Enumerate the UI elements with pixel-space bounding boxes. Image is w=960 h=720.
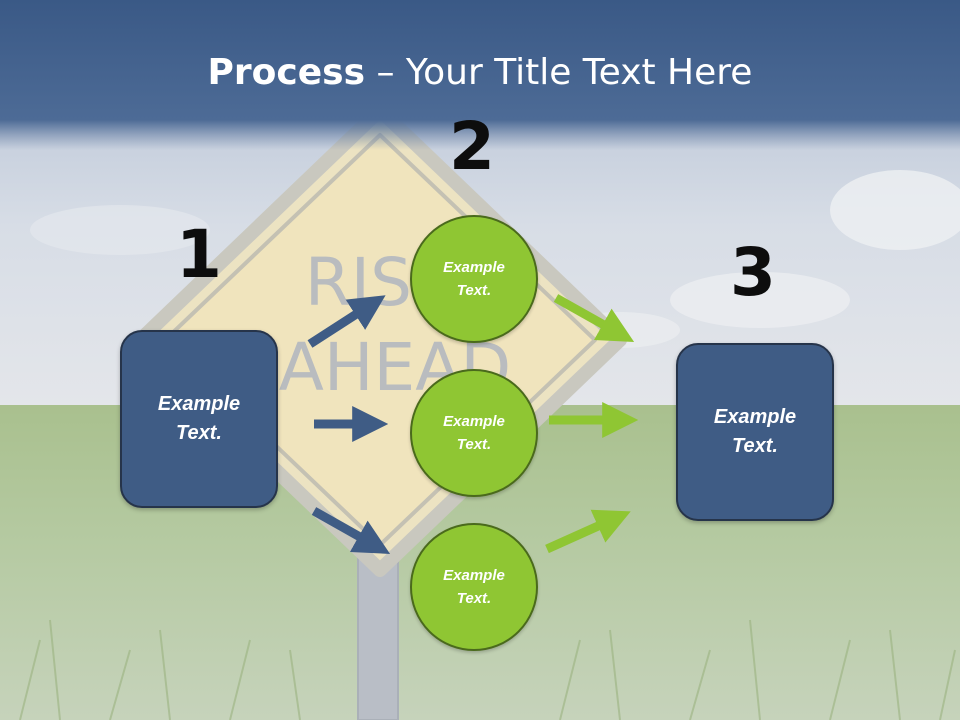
output-box-line1: Example <box>713 406 797 428</box>
circle-3-line2: Text. <box>456 590 492 607</box>
arrow-from-circle-3 <box>545 509 631 554</box>
circle-2-line1: Example <box>443 413 505 430</box>
title-bold: Process <box>207 52 366 93</box>
slide-title: Process – Your Title Text Here <box>0 52 960 93</box>
step-number-3: 3 <box>730 234 776 311</box>
output-box-line2: Text. <box>732 435 778 457</box>
title-band <box>0 0 960 150</box>
circle-2-line2: Text. <box>456 436 492 453</box>
circle-3-line1: Example <box>443 567 505 584</box>
step-number-2: 2 <box>449 108 495 185</box>
arrow-to-circle-1 <box>307 295 386 348</box>
input-box-line1: Example <box>157 393 241 415</box>
input-box-line2: Text. <box>176 422 222 444</box>
circle-1-line2: Text. <box>456 282 492 299</box>
circle-1-line1: Example <box>443 259 505 276</box>
arrow-to-circle-3 <box>311 507 391 554</box>
step-number-1: 1 <box>176 216 222 293</box>
arrow-from-circle-1 <box>553 294 635 342</box>
title-rest: – Your Title Text Here <box>365 52 753 93</box>
